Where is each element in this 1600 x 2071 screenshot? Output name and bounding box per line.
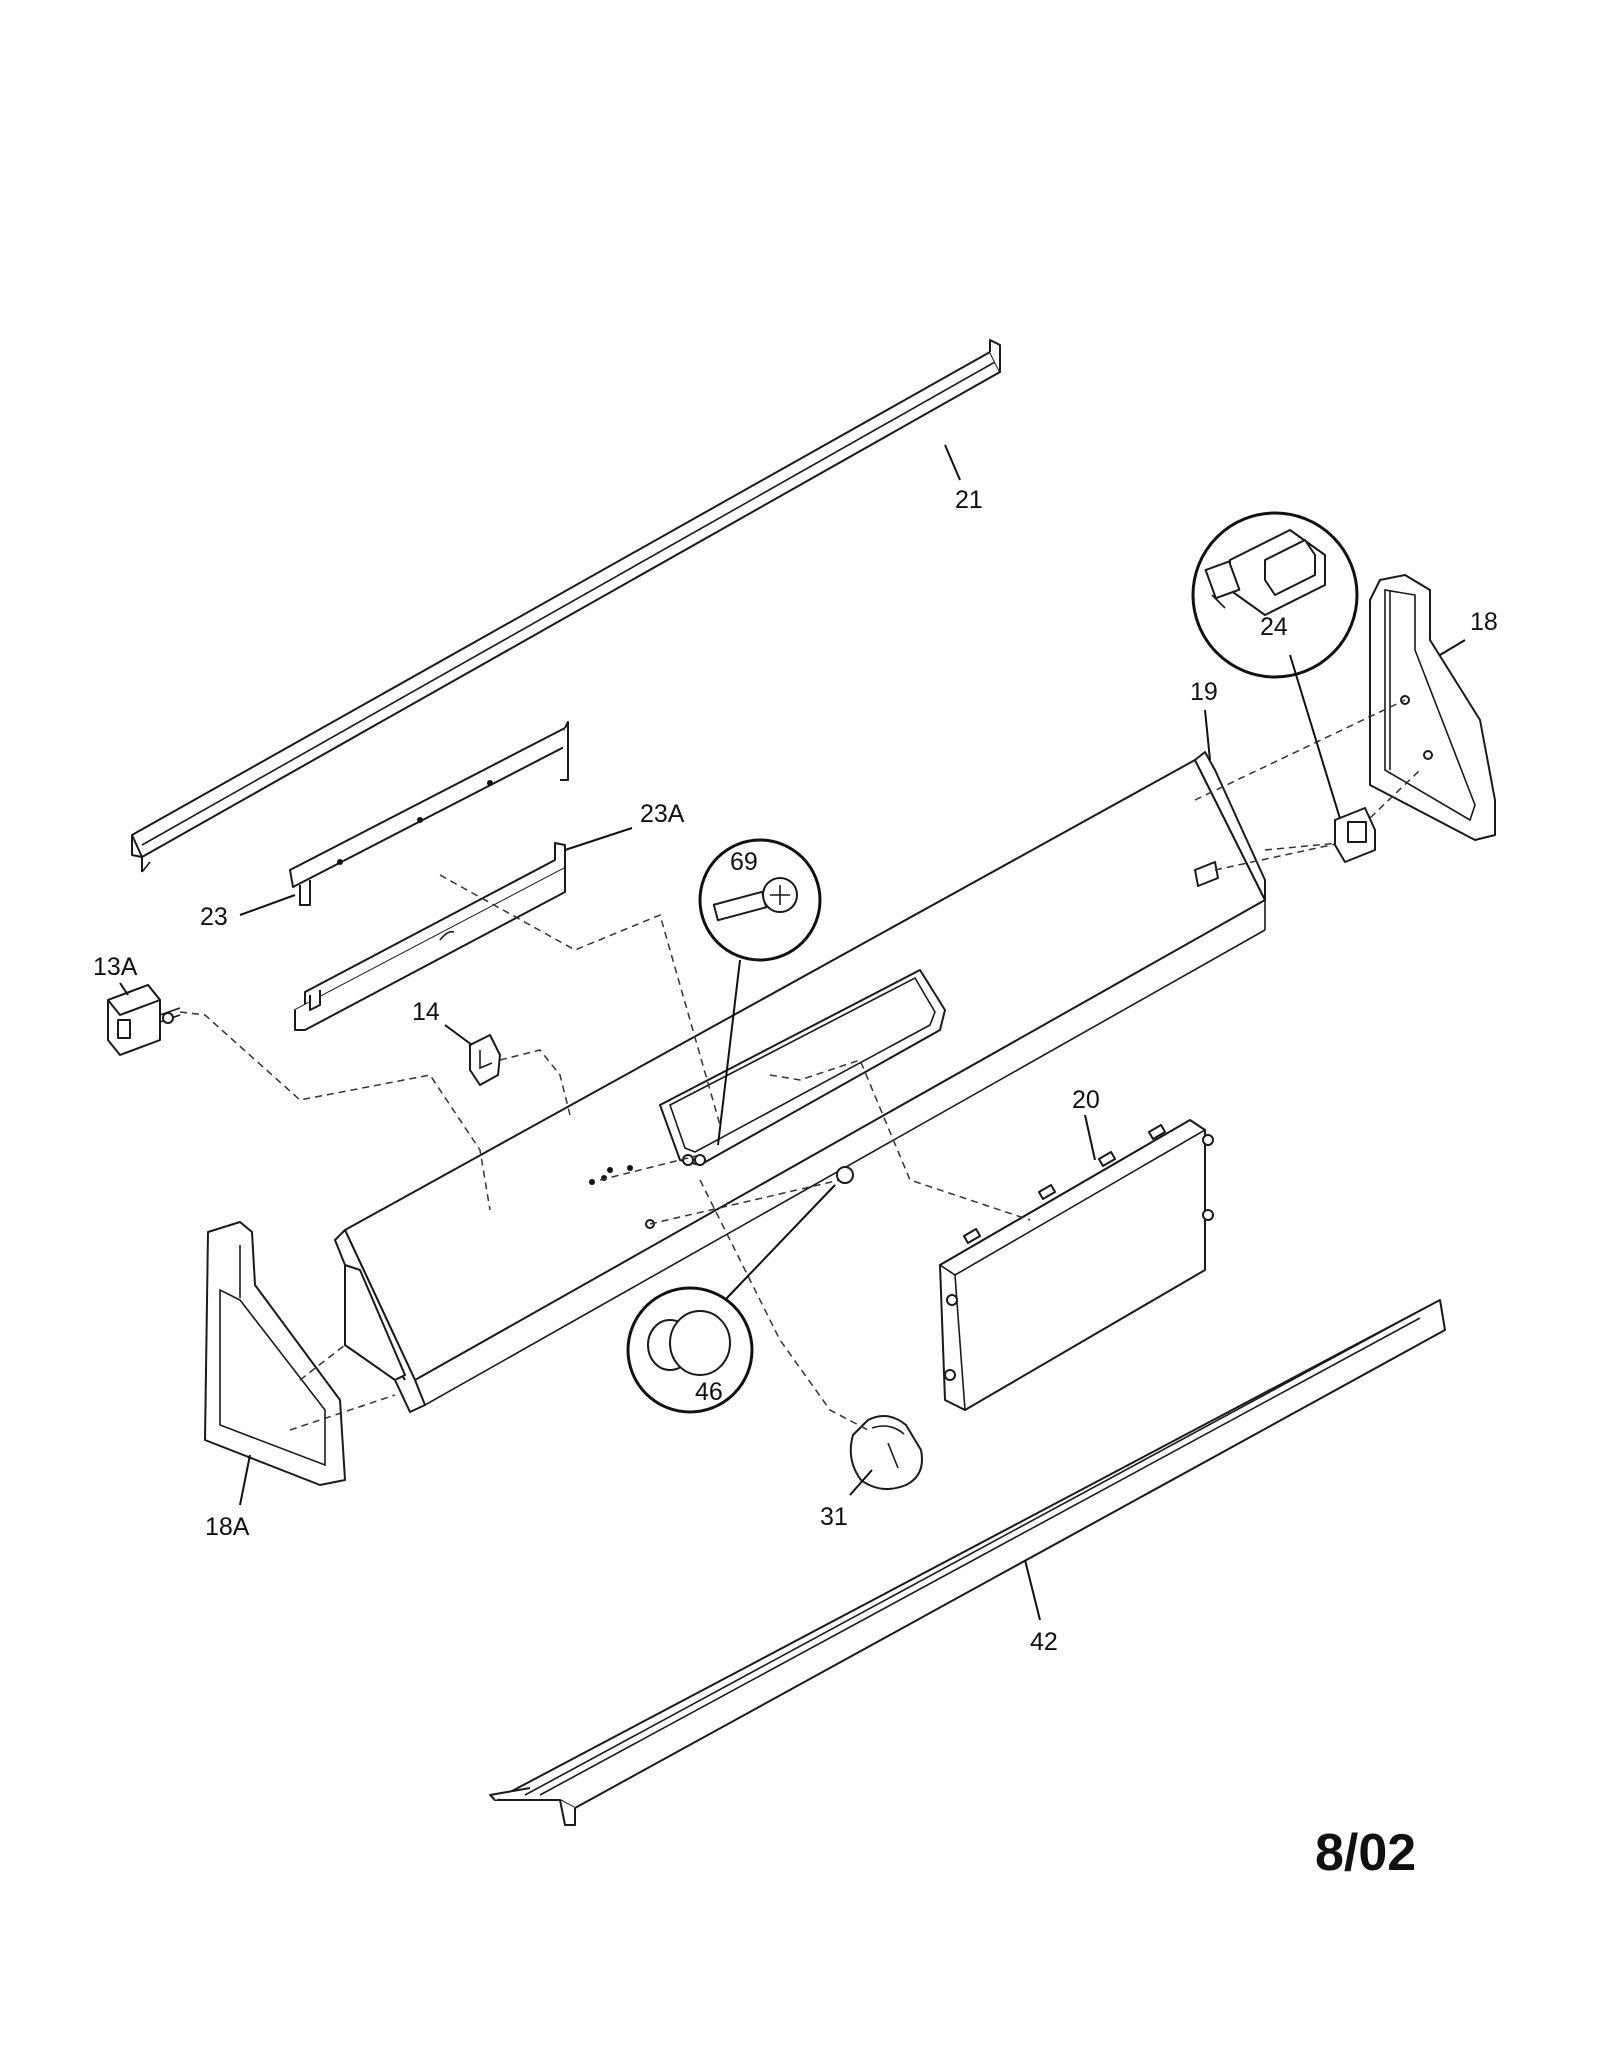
callout-23: 23 xyxy=(200,894,296,931)
callout-label-19: 19 xyxy=(1190,678,1218,706)
callout-label-24: 24 xyxy=(1260,613,1288,641)
part-23a-bracket xyxy=(294,842,566,1031)
callout-20: 20 xyxy=(1072,1086,1100,1161)
detail-circle-69: 69 xyxy=(698,838,822,1146)
part-13a-switch xyxy=(107,984,181,1056)
callout-23a: 23A xyxy=(564,800,685,851)
callout-18a: 18A xyxy=(205,1454,251,1541)
part-21-top-trim xyxy=(131,339,1001,873)
part-23-bracket xyxy=(289,721,569,906)
part-31-knob xyxy=(849,1415,923,1490)
callout-label-23a: 23A xyxy=(640,800,685,828)
part-18-right-end-cap xyxy=(1369,574,1496,841)
callout-label-69: 69 xyxy=(730,848,758,876)
callout-14: 14 xyxy=(412,998,473,1046)
callout-19: 19 xyxy=(1190,678,1218,761)
callout-label-23: 23 xyxy=(200,903,228,931)
callout-label-18: 18 xyxy=(1470,608,1498,636)
callout-label-31: 31 xyxy=(820,1503,848,1531)
callout-label-20: 20 xyxy=(1072,1086,1100,1114)
revision-date: 8/02 xyxy=(1315,1824,1416,1882)
callout-13a: 13A xyxy=(93,953,138,996)
part-18a-left-end-cap xyxy=(204,1221,346,1486)
part-20-control-board xyxy=(938,1119,1214,1411)
part-42-bottom-trim xyxy=(489,1299,1446,1826)
callout-label-21: 21 xyxy=(955,486,983,514)
callout-31: 31 xyxy=(820,1469,873,1531)
callout-label-46: 46 xyxy=(695,1378,723,1406)
callout-label-13a: 13A xyxy=(93,953,138,981)
callout-18: 18 xyxy=(1439,608,1498,656)
part-14-clip xyxy=(469,1034,501,1086)
callout-label-18a: 18A xyxy=(205,1513,250,1541)
detail-circle-24: 24 xyxy=(1191,511,1376,863)
callout-label-14: 14 xyxy=(412,998,440,1026)
callout-21: 21 xyxy=(944,444,983,514)
callout-42: 42 xyxy=(1024,1559,1058,1656)
part-19-control-panel xyxy=(334,751,1266,1413)
detail-circle-46: 46 xyxy=(626,1166,854,1414)
callout-label-42: 42 xyxy=(1030,1628,1058,1656)
assembly-dashed-lines xyxy=(179,699,1421,1431)
